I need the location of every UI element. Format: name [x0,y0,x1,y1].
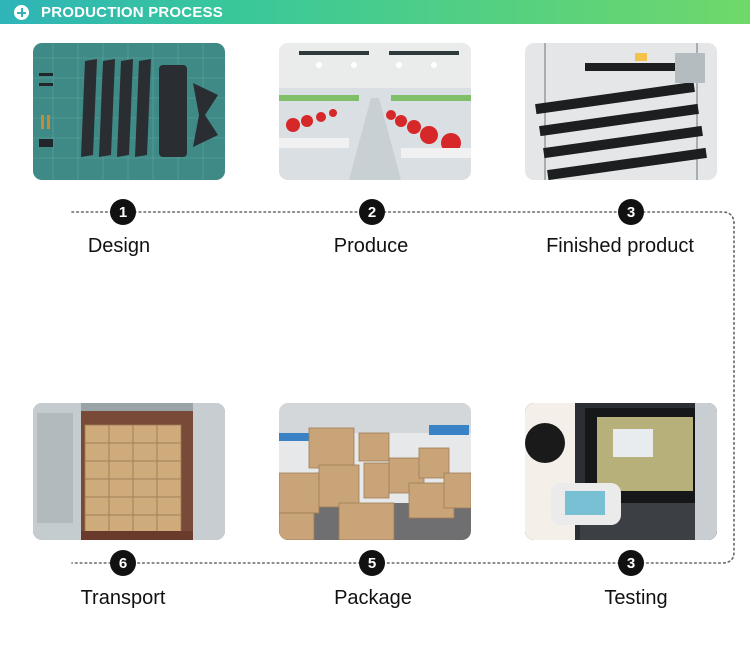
section-title: PRODUCTION PROCESS [41,4,223,21]
step-badge: 3 [618,199,644,225]
step-badge: 2 [359,199,385,225]
produce-photo [279,43,471,180]
step-badge: 1 [110,199,136,225]
testing-photo [525,403,717,540]
step-label: Produce [333,235,409,257]
step-label: Finished product [546,235,694,257]
step-label: Transport [80,587,166,609]
step-label: Testing [604,587,668,609]
package-photo [279,403,471,540]
transport-photo [33,403,225,540]
step-label: Package [334,587,412,609]
step-badge: 6 [110,550,136,576]
design-photo [33,43,225,180]
step-label: Design [87,235,151,257]
plus-circle-icon [14,5,29,20]
step-badge: 5 [359,550,385,576]
section-header: PRODUCTION PROCESS [0,0,750,24]
step-badge: 3 [618,550,644,576]
finished-product-photo [525,43,717,180]
